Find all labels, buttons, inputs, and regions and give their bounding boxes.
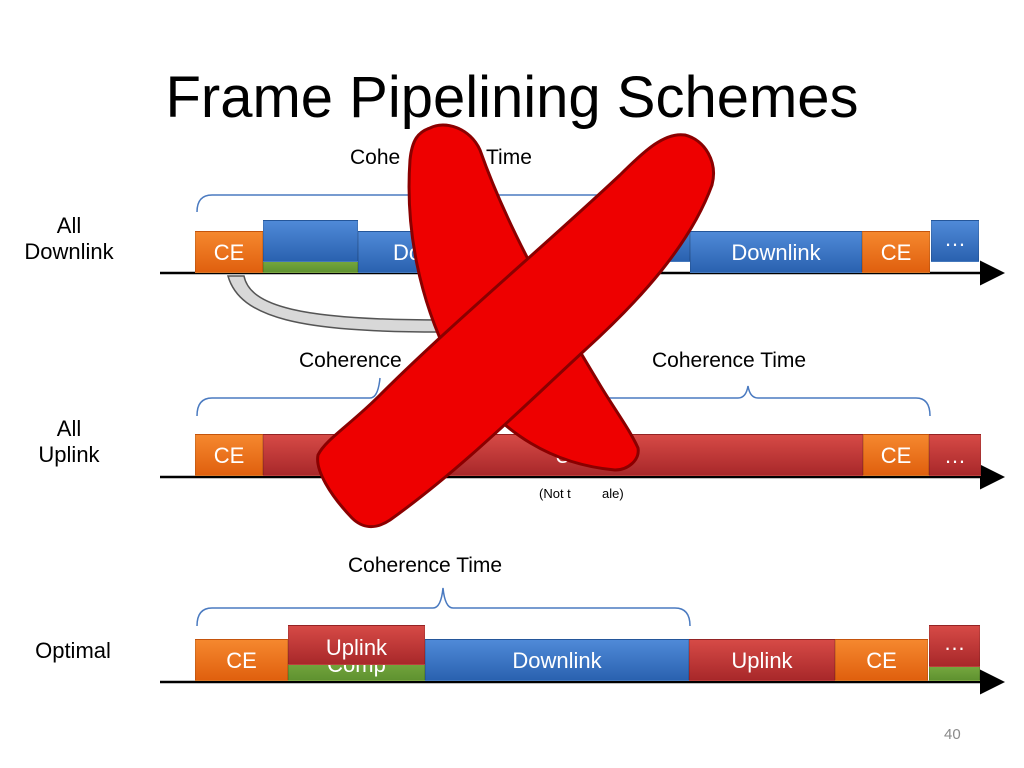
row-label-all-downlink-line2: Downlink — [24, 239, 114, 264]
row-label-all-downlink-line1: All — [56, 213, 82, 238]
block-ce-row3-2: CE — [835, 639, 928, 681]
block-ce-row3-1: CE — [195, 639, 288, 681]
row-label-all-uplink: All Uplink — [10, 416, 128, 468]
coherence-label-row1-left: Cohe — [350, 146, 401, 169]
row-label-all-downlink: All Downlink — [10, 213, 128, 265]
not-to-scale-note-left: (Not t — [539, 486, 571, 501]
row-label-all-uplink-line1: All — [56, 416, 82, 441]
coherence-bracket-row2-right — [520, 385, 931, 417]
row-label-all-uplink-line2: Uplink — [38, 442, 100, 467]
block-downlink-row1-2: Downlink — [690, 231, 862, 273]
slide-title: Frame Pipelining Schemes — [165, 65, 859, 130]
coherence-bracket-row3 — [196, 587, 691, 627]
not-to-scale-note-right: ale) — [602, 486, 624, 501]
block-uplink-row3: Uplink — [689, 639, 835, 681]
red-cross-stroke-2 — [316, 133, 715, 528]
block-ce-row1-2: CE — [862, 231, 930, 273]
block-ce-row2-1: CE — [195, 434, 263, 476]
block-downlink-row3: Downlink — [425, 639, 689, 681]
block-ellipsis-row2: … — [929, 434, 981, 476]
coherence-bracket-row2-left — [196, 377, 381, 417]
coherence-label-row1-right: Time — [486, 146, 532, 169]
coherence-label-row2-right: Coherence Time — [652, 349, 807, 372]
block-ce-row2-2: CE — [863, 434, 929, 476]
block-ellipsis-row1: … — [931, 220, 979, 262]
block-ce-row1-1: CE — [195, 231, 263, 273]
block-ellipsis-row3: … — [929, 625, 980, 667]
coherence-label-row3: Coherence Time — [348, 554, 503, 577]
block-uplink-overlay-row3: Uplink — [288, 625, 425, 665]
coherence-label-row2-left: Coherence — [299, 349, 402, 372]
page-number: 40 — [944, 726, 961, 743]
block-downlink-overlay-row1-1 — [263, 220, 358, 262]
row-label-optimal: Optimal — [35, 638, 111, 663]
